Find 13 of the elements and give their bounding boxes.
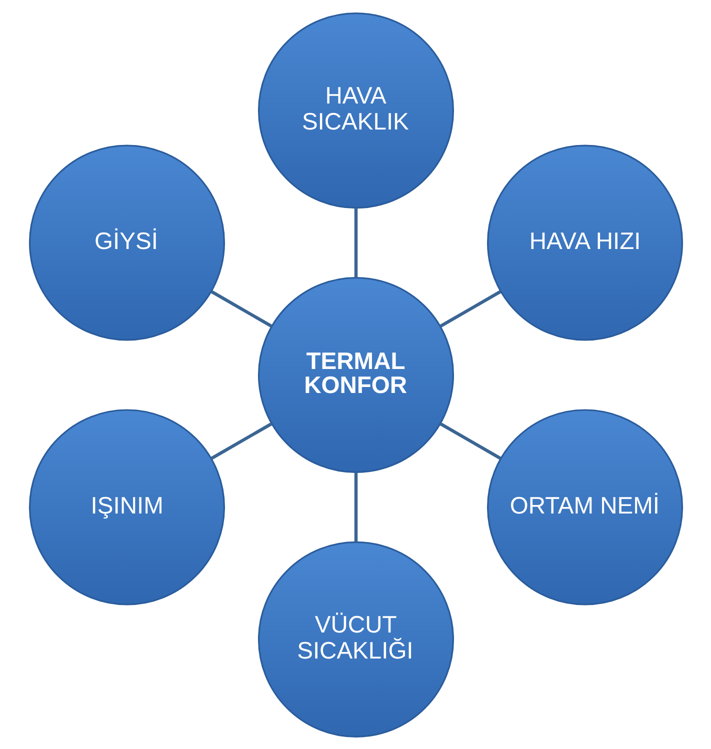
connector — [354, 472, 358, 542]
connector — [439, 290, 501, 328]
node-circle: IŞINIM — [28, 408, 224, 605]
connector — [210, 422, 272, 460]
node-circle: HAVA HIZI — [486, 144, 683, 340]
node-circle: VÜCUT SICAKLIĞI — [257, 540, 454, 737]
connector — [439, 422, 501, 460]
node-circle: TERMAL KONFOR — [257, 276, 454, 473]
node-circle: ORTAM NEMİ — [486, 408, 683, 605]
node-circle: GİYSİ — [28, 144, 224, 340]
connector — [210, 290, 272, 328]
node-circle: HAVA SICAKLIK — [257, 12, 454, 208]
connector — [354, 208, 358, 278]
